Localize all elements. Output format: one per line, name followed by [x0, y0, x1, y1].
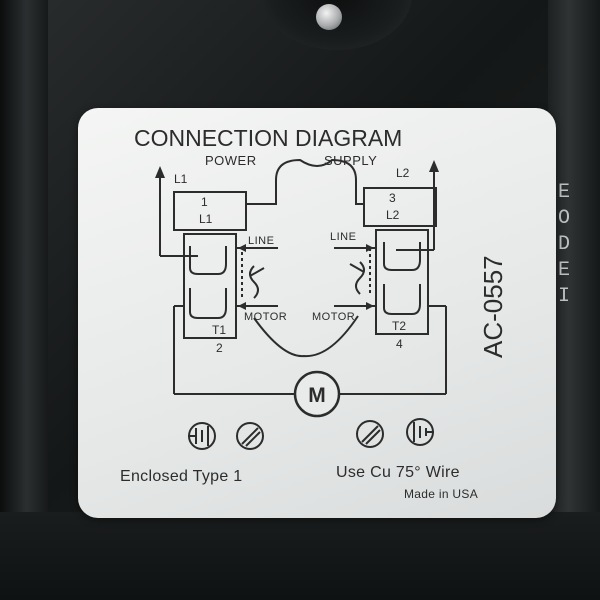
arrow-icon	[238, 244, 246, 252]
wiring-lines	[160, 229, 447, 395]
arrow-icon	[366, 302, 374, 310]
wire-specification: Use Cu 75° Wire	[336, 464, 460, 481]
contact-left-lower-icon	[189, 288, 227, 319]
line-label-left: LINE	[248, 235, 274, 247]
contactor-left-frame	[183, 233, 237, 339]
screw-symbol-right-icon	[356, 420, 384, 448]
ground-symbol-right-icon	[406, 418, 434, 446]
l2-arrow-label: L2	[396, 166, 410, 180]
l1-arrow-label: L1	[174, 172, 188, 186]
thermal-switch-right-icon	[349, 261, 365, 295]
t1-label: T1	[212, 323, 226, 337]
housing-left-edge	[0, 0, 48, 600]
contact-right-upper-icon	[383, 242, 421, 271]
housing-side-marking: E O D E I	[552, 180, 576, 310]
terminal-l2-name: L2	[386, 208, 400, 222]
housing-right-ridge	[548, 0, 600, 600]
thermal-switch-left-icon	[249, 265, 265, 299]
terminal-box-l2	[363, 187, 437, 227]
housing-bottom-edge	[0, 512, 600, 600]
contactor-right-frame	[375, 229, 429, 335]
terminal-l2-number: 3	[389, 191, 396, 205]
side-mark-char: I	[557, 285, 570, 308]
motor-label-left: MOTOR	[244, 311, 287, 323]
motor-icon	[293, 370, 341, 418]
terminal-l1-number: 1	[201, 195, 208, 209]
t2-number: 4	[396, 337, 403, 351]
contact-right-lower-icon	[383, 284, 421, 315]
t2-label: T2	[392, 319, 406, 333]
side-mark-char: E	[557, 259, 570, 282]
wiring-diagram: CONNECTION DIAGRAM POWER SUPPLY L1 L2 1 …	[120, 125, 508, 501]
enclosure-rating: Enclosed Type 1	[120, 468, 243, 485]
arrow-icon	[238, 302, 246, 310]
ground-symbol-left-icon	[188, 422, 216, 450]
side-mark-char: O	[557, 207, 570, 230]
side-mark-char: E	[557, 181, 570, 204]
terminal-l1-name: L1	[199, 212, 213, 226]
screw-icon	[316, 4, 342, 30]
supply-label: SUPPLY	[324, 153, 377, 168]
power-label: POWER	[205, 153, 257, 168]
part-number: AC-0557	[478, 255, 508, 358]
motor-label-right: MOTOR	[312, 311, 355, 323]
motor-loop-wire	[253, 315, 359, 358]
diagram-title: CONNECTION DIAGRAM	[134, 125, 402, 151]
arrow-icon	[366, 244, 374, 252]
contact-left-upper-icon	[189, 246, 227, 275]
line-label-right: LINE	[330, 231, 356, 243]
t1-number: 2	[216, 341, 223, 355]
side-mark-char: D	[557, 233, 570, 256]
terminal-box-l1	[173, 191, 247, 231]
screw-symbol-left-icon	[236, 422, 264, 450]
supply-arrows	[159, 168, 435, 256]
connection-diagram-label: CONNECTION DIAGRAM POWER SUPPLY L1 L2 1 …	[78, 108, 556, 518]
l2-arrow-head-icon	[429, 160, 439, 172]
country-of-origin: Made in USA	[404, 487, 478, 501]
l1-arrow-head-icon	[155, 166, 165, 178]
supply-bridge-wire	[246, 158, 364, 205]
motor-symbol-letter: M	[308, 384, 326, 407]
